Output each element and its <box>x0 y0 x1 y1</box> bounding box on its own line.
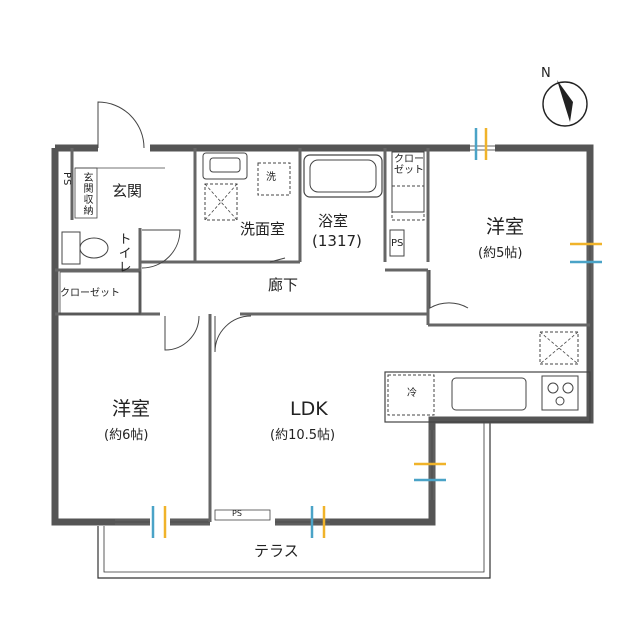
ps-mid-label: PS <box>391 238 404 249</box>
vent-marks <box>151 128 602 538</box>
washer-space <box>204 183 238 221</box>
corridor-label: 廊下 <box>268 276 299 294</box>
sink <box>202 152 248 180</box>
toilet-bowl <box>79 237 109 259</box>
western-right-label: 洋室 <box>486 216 525 238</box>
north-arrow <box>542 80 588 127</box>
bathtub <box>303 154 383 198</box>
bath-size-label: (1317) <box>312 232 362 250</box>
closet-box <box>391 151 425 213</box>
western-left-label: 洋室 <box>112 398 151 420</box>
ldk-label: LDK <box>290 398 328 420</box>
fridge-space <box>387 374 435 416</box>
toilet-label: トイレ <box>115 232 131 274</box>
washroom-label: 洗面室 <box>240 220 286 238</box>
windows <box>115 145 593 525</box>
doors <box>97 101 469 353</box>
terrace-outline <box>97 422 491 579</box>
toilet-tank <box>61 231 81 265</box>
genkan-label: 玄関 <box>112 182 143 200</box>
western-left-size: (約6帖) <box>104 428 149 443</box>
ps-bottom-box <box>214 509 271 521</box>
interior-walls <box>55 148 590 522</box>
fridge-label: 冷 <box>407 388 417 399</box>
closet-small-label: クローゼット <box>394 154 424 176</box>
terrace-inner <box>103 422 485 573</box>
ps-top-label: PS <box>61 172 72 187</box>
kitchen-sink <box>451 377 527 411</box>
bathroom-label: 浴室 <box>318 212 349 230</box>
outer-walls <box>51 144 594 526</box>
wash-space <box>257 162 291 196</box>
kitchen-counter <box>384 371 591 423</box>
terrace-label: テラス <box>254 542 299 560</box>
genkan-storage-label: 玄関収納 <box>81 172 92 216</box>
closet-left-label: クローゼット <box>60 288 120 299</box>
ps-bottom-label: PS <box>232 509 242 518</box>
ldk-size: (約10.5帖) <box>270 428 336 443</box>
western-right-size: (約5帖) <box>478 246 523 261</box>
wash-mark: 洗 <box>266 172 276 183</box>
north-label: N <box>541 66 551 81</box>
stove <box>541 375 579 411</box>
